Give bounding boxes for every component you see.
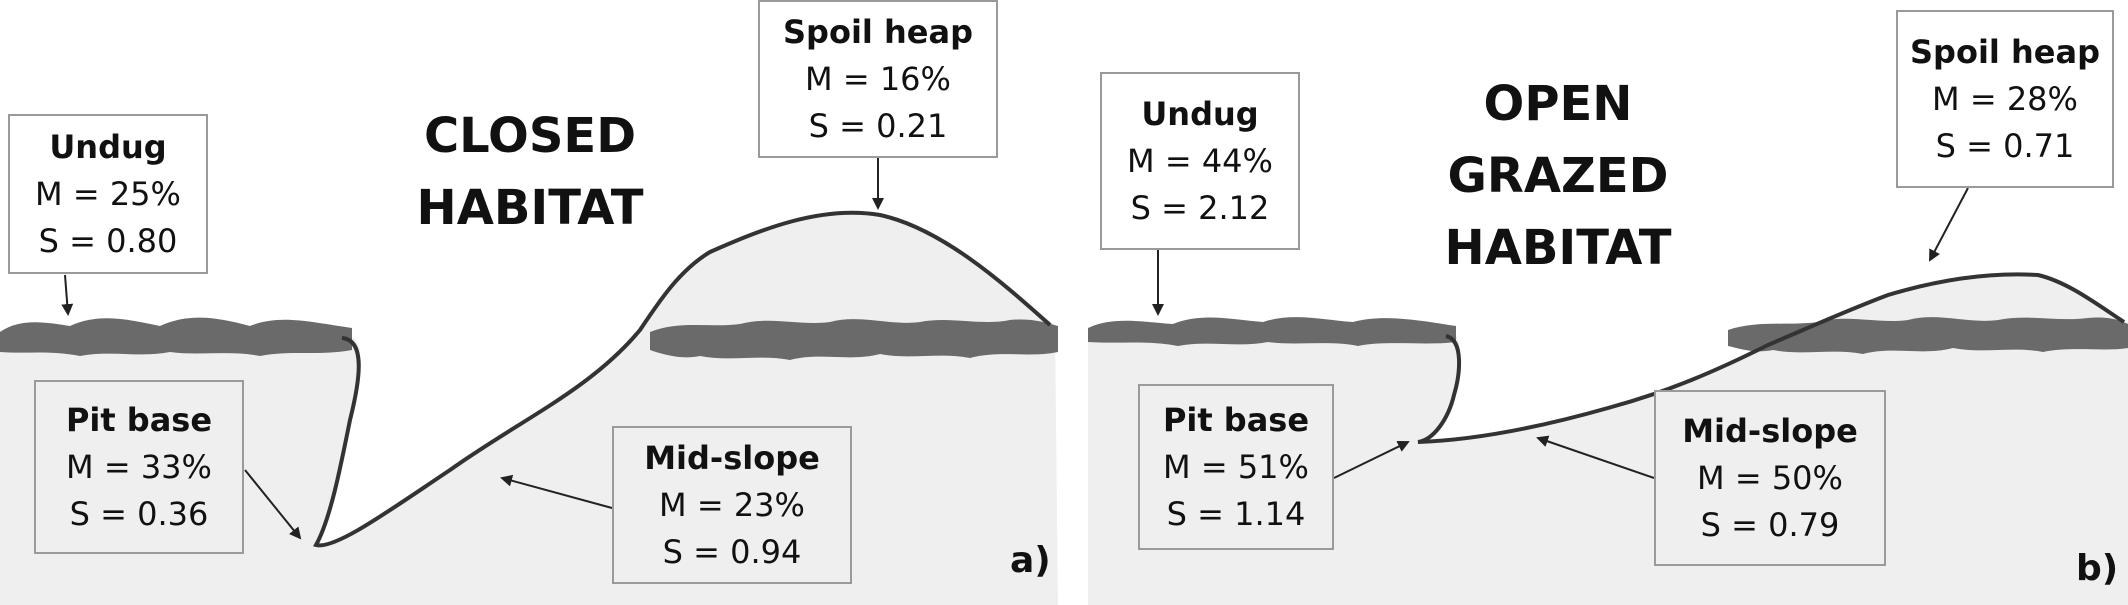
zone-m-value: M = 23% <box>659 485 805 524</box>
zone-title: Spoil heap <box>783 12 973 51</box>
zone-m-value: M = 44% <box>1127 141 1273 180</box>
zone-title: Pit base <box>65 400 213 439</box>
arrow-spoil <box>1929 187 1969 262</box>
zone-m-value: M = 50% <box>1697 458 1843 497</box>
label-box-pit-base: Pit base M = 33% S = 0.36 <box>34 380 244 554</box>
zone-title: Mid-slope <box>644 438 820 477</box>
panel-label: b) <box>2076 548 2119 589</box>
vegetation-undug <box>1088 317 1456 346</box>
zone-s-value: S = 0.21 <box>808 106 948 145</box>
label-box-undug: Undug M = 25% S = 0.80 <box>8 114 208 274</box>
label-box-undug: Undug M = 44% S = 2.12 <box>1100 72 1300 250</box>
habitat-title-line2: HABITAT <box>1444 220 1672 276</box>
label-box-pit-base: Pit base M = 51% S = 1.14 <box>1138 384 1334 550</box>
pit-outline <box>1417 272 2126 444</box>
pit-outline <box>312 210 1052 548</box>
arrow-undug <box>61 274 74 316</box>
zone-m-value: M = 25% <box>35 174 181 213</box>
label-box-spoil-heap: Spoil heap M = 16% S = 0.21 <box>758 0 998 158</box>
panel-label: a) <box>1010 540 1051 581</box>
vegetation-spoil <box>1728 317 2128 354</box>
zone-s-value: S = 0.80 <box>38 221 178 260</box>
zone-s-value: S = 0.36 <box>69 494 209 533</box>
zone-s-value: S = 1.14 <box>1166 494 1306 533</box>
zone-title: Mid-slope <box>1682 411 1858 450</box>
zone-m-value: M = 16% <box>805 59 951 98</box>
zone-title: Undug <box>1141 94 1259 133</box>
arrow-pit <box>244 469 302 540</box>
zone-s-value: S = 0.94 <box>662 532 802 571</box>
label-box-spoil-heap: Spoil heap M = 28% S = 0.71 <box>1896 10 2114 188</box>
zone-title: Spoil heap <box>1910 32 2100 71</box>
label-box-mid-slope: Mid-slope M = 50% S = 0.79 <box>1654 390 1886 566</box>
zone-s-value: S = 0.71 <box>1935 126 2075 165</box>
zone-s-value: S = 0.79 <box>1700 505 1840 544</box>
arrow-pit <box>1333 440 1410 479</box>
zone-title: Pit base <box>1162 400 1310 439</box>
zone-m-value: M = 51% <box>1163 447 1309 486</box>
habitat-title-line1: OPEN GRAZED <box>1447 76 1669 204</box>
zone-title: Undug <box>49 127 167 166</box>
arrow-midslope <box>1536 435 1655 479</box>
arrow-midslope <box>500 474 613 509</box>
habitat-title: OPEN GRAZED HABITAT <box>1388 68 1728 284</box>
label-box-mid-slope: Mid-slope M = 23% S = 0.94 <box>612 426 852 584</box>
habitat-title-line1: CLOSED <box>423 108 637 164</box>
habitat-title-line2: HABITAT <box>416 180 644 236</box>
panel-open-grazed-habitat: OPEN GRAZED HABITAT Undug M = 44% S = 2.… <box>1088 0 2128 605</box>
zone-m-value: M = 28% <box>1932 79 2078 118</box>
vegetation-undug <box>0 317 352 356</box>
zone-m-value: M = 33% <box>66 447 212 486</box>
panel-closed-habitat: CLOSED HABITAT Undug M = 25% S = 0.80 Sp… <box>0 0 1058 605</box>
habitat-title: CLOSED HABITAT <box>385 100 675 244</box>
zone-s-value: S = 2.12 <box>1130 188 1270 227</box>
vegetation-spoil <box>650 319 1058 360</box>
